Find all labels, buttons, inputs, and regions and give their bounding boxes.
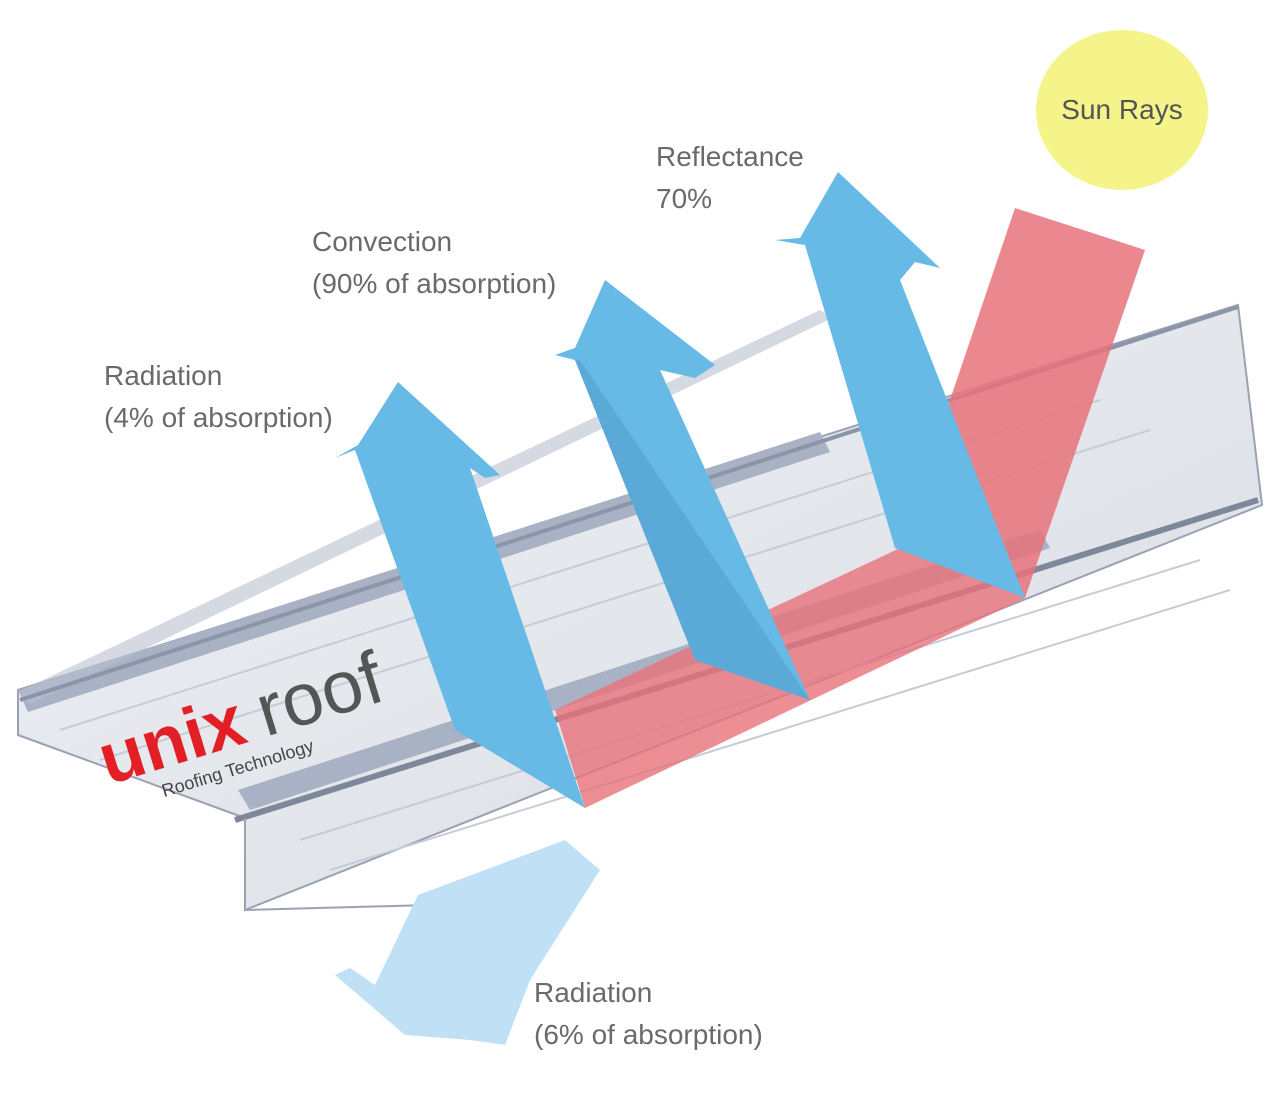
reflectance-arrow xyxy=(775,172,1025,598)
radiation-down-arrow xyxy=(335,840,600,1045)
convection-title: Convection xyxy=(312,226,453,257)
radiation-top-value: (4% of absorption) xyxy=(104,402,333,433)
sun-circle: Sun Rays xyxy=(1036,30,1208,190)
convection-arrow xyxy=(555,280,810,700)
radiation-top-title: Radiation xyxy=(104,360,223,391)
radiation-bottom-value: (6% of absorption) xyxy=(534,1019,763,1050)
radiation-up-arrow xyxy=(335,382,585,808)
radiation-bottom-label: Radiation (6% of absorption) xyxy=(534,972,763,1056)
reflectance-label: Reflectance 70% xyxy=(656,136,804,220)
convection-label: Convection (90% of absorption) xyxy=(312,221,556,305)
convection-value: (90% of absorption) xyxy=(312,268,557,299)
reflectance-value: 70% xyxy=(656,183,713,214)
radiation-bottom-title: Radiation xyxy=(534,977,653,1008)
reflectance-title: Reflectance xyxy=(656,141,804,172)
sun-label: Sun Rays xyxy=(1061,94,1183,125)
radiation-top-label: Radiation (4% of absorption) xyxy=(104,355,333,439)
